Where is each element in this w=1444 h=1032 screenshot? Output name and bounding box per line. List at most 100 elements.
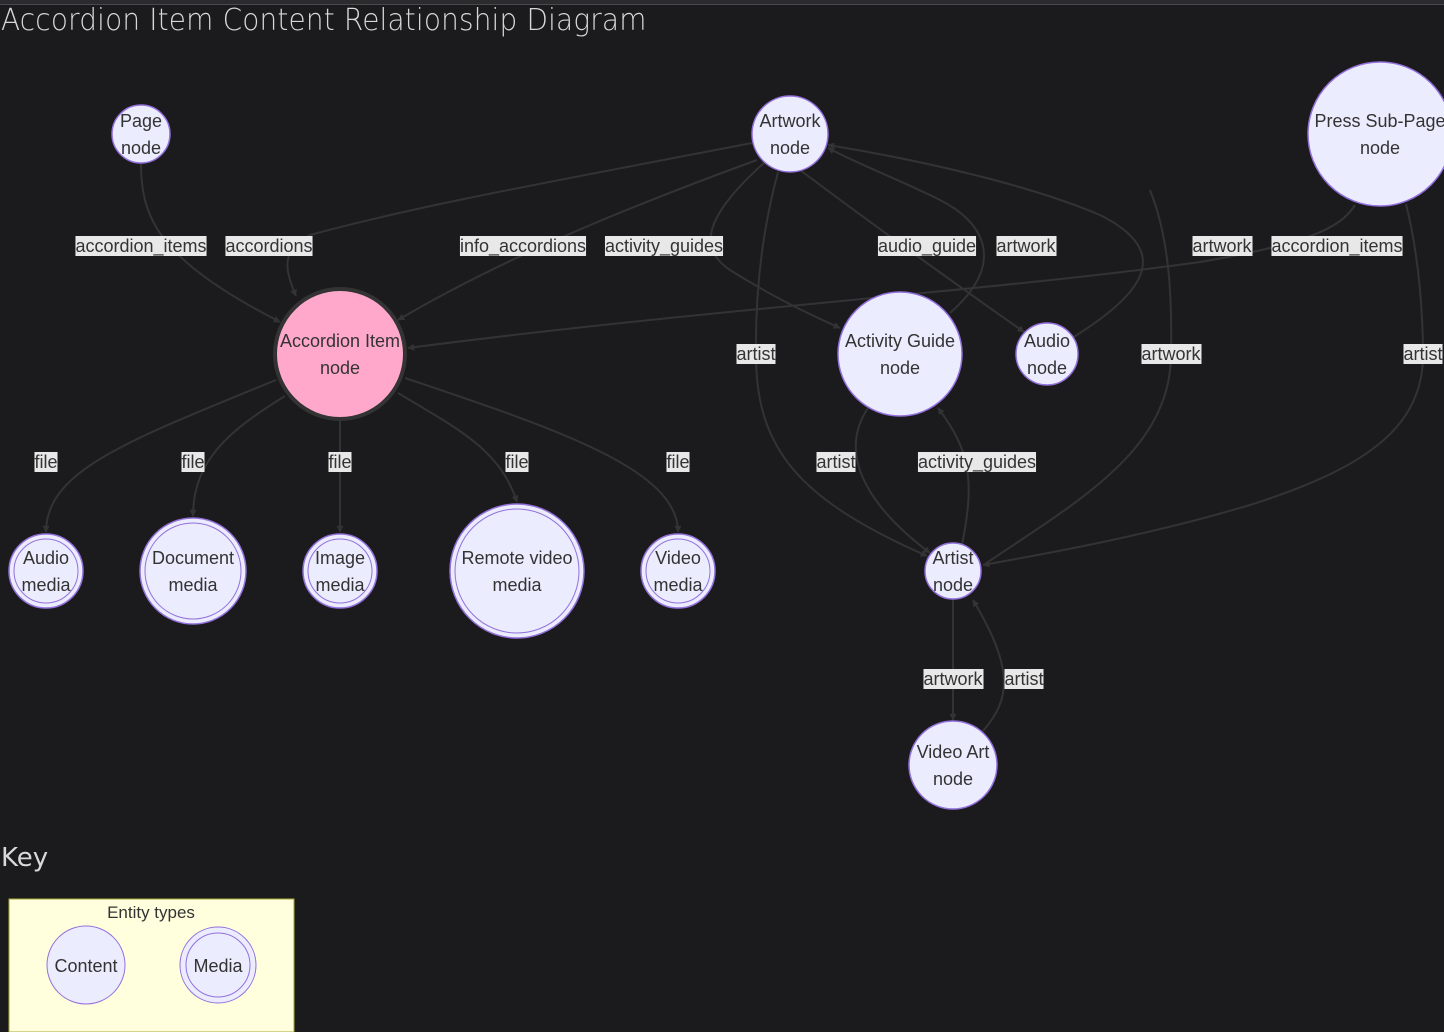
edge-label-background xyxy=(923,669,984,689)
node-label: Artwork xyxy=(759,111,821,131)
node-label: Audio xyxy=(23,548,69,568)
edge-label-background xyxy=(1141,344,1202,364)
node-circle xyxy=(837,291,963,417)
edge-label: file xyxy=(505,452,528,472)
edge-label: audio_guide xyxy=(878,236,976,257)
edge-label: activity_guides xyxy=(605,236,723,257)
key-media-label: Media xyxy=(193,956,243,976)
node-videoart[interactable]: Video Art node xyxy=(908,720,998,810)
edge-label-background xyxy=(328,452,352,472)
edge-label: accordion_items xyxy=(1271,236,1402,257)
node-circle xyxy=(924,542,982,600)
edge-label: accordion_items xyxy=(75,236,206,257)
node-remotemedia[interactable]: Remote video media xyxy=(449,503,585,639)
edge-label-background xyxy=(604,236,724,256)
edge-accordion-to-remotemedia xyxy=(397,392,519,503)
node-label: node xyxy=(121,138,161,158)
edge-label: file xyxy=(181,452,204,472)
edge-videoart-to-artist xyxy=(972,599,1005,732)
node-circle xyxy=(8,533,84,609)
edge-label: info_accordions xyxy=(460,236,586,257)
edge-press-to-artist xyxy=(982,203,1425,568)
edge-label-background xyxy=(1004,669,1044,689)
edge-label-background xyxy=(736,344,776,364)
node-label: Remote video xyxy=(461,548,572,568)
node-label: Video Art xyxy=(917,742,990,762)
key-title: Key xyxy=(1,843,49,873)
key-group-title: Entity types xyxy=(107,903,195,922)
node-label: node xyxy=(770,138,810,158)
edge-label-background xyxy=(181,452,205,472)
edge-label-background xyxy=(917,452,1037,472)
node-circle xyxy=(449,503,585,639)
edge-label: file xyxy=(328,452,351,472)
node-page[interactable]: Page node xyxy=(111,104,171,164)
edge-label: accordions xyxy=(225,236,312,256)
edge-label-background xyxy=(1271,236,1403,256)
node-label: node xyxy=(933,769,973,789)
node-inner-circle xyxy=(454,508,580,634)
node-inner-circle xyxy=(13,538,79,604)
edge-audionode-to-artwork xyxy=(827,142,1144,339)
node-circle xyxy=(908,720,998,810)
edge-label-background xyxy=(1403,344,1443,364)
edge-accordion-to-docmedia xyxy=(189,395,286,517)
node-circle xyxy=(302,533,378,609)
edge-labels-layer: accordion_items accordions info_accordions… xyxy=(34,236,1443,689)
node-label: Page xyxy=(120,111,162,131)
edges-layer xyxy=(42,142,1425,732)
edge-artwork-to-activity xyxy=(709,161,841,329)
node-label: media xyxy=(168,575,218,595)
edge-accordion-to-audiomedia xyxy=(42,379,277,533)
node-imagemedia[interactable]: Image media xyxy=(302,533,378,609)
node-label: Document xyxy=(152,548,234,568)
edge-label-background xyxy=(666,452,690,472)
top-border xyxy=(0,0,1444,5)
edge-label: artwork xyxy=(923,669,983,689)
page-title: Accordion Item Content Relationship Diag… xyxy=(1,3,647,38)
node-label: Activity Guide xyxy=(845,331,955,351)
node-circle xyxy=(273,287,407,421)
edge-label-background xyxy=(459,236,587,256)
node-inner-circle xyxy=(144,522,242,620)
edge-activity-to-artist xyxy=(854,407,931,554)
key-legend: Entity types Content Media xyxy=(8,898,295,1032)
node-artwork[interactable]: Artwork node xyxy=(751,95,829,173)
edge-label: artist xyxy=(1004,669,1043,689)
node-label: Press Sub-Page xyxy=(1314,111,1444,131)
node-circle xyxy=(139,517,247,625)
edge-artwork-to-artist xyxy=(754,171,928,557)
edge-artist-to-activity xyxy=(937,407,970,546)
edge-label: artist xyxy=(736,344,775,364)
node-label: Image xyxy=(315,548,365,568)
key-media-inner-circle xyxy=(185,932,251,998)
node-inner-circle xyxy=(645,538,711,604)
node-accordion[interactable]: Accordion Item node xyxy=(273,287,407,421)
edge-artwork-to-artist-right-curve xyxy=(984,189,1173,565)
edge-label: artwork xyxy=(1192,236,1252,256)
node-label: Accordion Item xyxy=(280,331,400,351)
edge-label: activity_guides xyxy=(918,452,1036,473)
edge-label-background xyxy=(816,452,856,472)
node-label: node xyxy=(320,358,360,378)
edge-label: artwork xyxy=(1141,344,1201,364)
node-circle xyxy=(640,533,716,609)
node-label: media xyxy=(492,575,542,595)
node-inner-circle xyxy=(307,538,373,604)
node-label: node xyxy=(933,575,973,595)
edge-activity-to-artwork xyxy=(827,147,985,314)
node-circle xyxy=(111,104,171,164)
node-label: media xyxy=(315,575,365,595)
node-docmedia[interactable]: Document media xyxy=(139,517,247,625)
edge-accordion-to-videomedia xyxy=(404,377,682,533)
node-label: Video xyxy=(655,548,701,568)
edge-artwork-to-accordion xyxy=(286,142,753,297)
key-media-outer-circle xyxy=(179,926,257,1004)
